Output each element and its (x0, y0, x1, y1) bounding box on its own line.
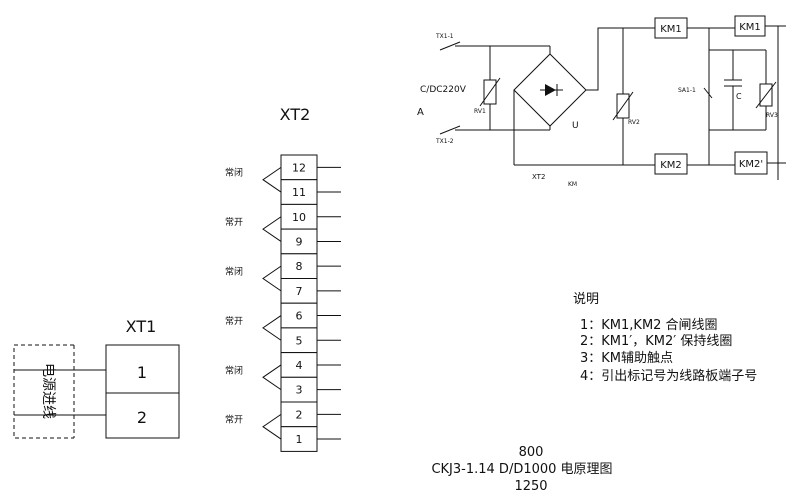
label-rv3: RV3 (766, 112, 778, 119)
label-xt2-ref: XT2 (532, 173, 545, 181)
switch-tx1-1 (439, 41, 461, 51)
xt2-contact-label: 常开 (225, 414, 243, 426)
xt2-terminal-number: 2 (296, 408, 303, 421)
xt2-contact-label: 常闭 (225, 167, 243, 179)
title-dimension-bottom: 1250 (514, 479, 547, 494)
xt1-terminal-2: 2 (137, 408, 147, 427)
xt2-terminal-number: 9 (296, 235, 303, 248)
rv1-slash (479, 77, 501, 107)
label-tx1-1: TX1-1 (435, 33, 454, 40)
notes-block: 说明 1：KM1,KM2 合闸线圈 2：KM1′，KM2′ 保持线圈 3：KM辅… (573, 292, 757, 384)
label-sa1-1: SA1-1 (678, 87, 696, 94)
xt2-contact-symbol (262, 413, 282, 440)
xt2-title: XT2 (280, 105, 311, 124)
switch-tx1-2 (439, 125, 461, 135)
xt2-terminal-number: 8 (296, 260, 303, 273)
xt2-cell (280, 426, 318, 452)
label-rv1: RV1 (474, 108, 486, 115)
xt2-contact-symbol (262, 315, 282, 341)
xt2-terminal-number: 6 (296, 310, 303, 323)
xt2-contact-label: 常开 (225, 216, 243, 228)
xt2-terminal-number: 7 (296, 285, 303, 298)
xt2-contact-symbol (262, 265, 282, 292)
xt2-terminal-number: 1 (296, 433, 303, 446)
label-voltage: C/DC220V (420, 85, 467, 95)
label-km1: KM1 (660, 24, 682, 35)
sa1-contact (703, 87, 713, 99)
xt2-contact-symbol (262, 166, 282, 193)
label-km1-hold: KM1 (739, 22, 761, 33)
supply-input-label: 电源进线 (40, 363, 56, 419)
label-km2-hold: KM2' (739, 159, 763, 170)
xt2-contact-label: 常开 (225, 315, 243, 327)
notes-heading: 说明 (573, 292, 599, 307)
xt1-terminal-block: XT1 1 2 电源进线 (13, 317, 180, 439)
note-4: 4：引出标记号为线路板端子号 (580, 368, 757, 384)
xt1-title: XT1 (126, 317, 157, 336)
label-cap-c: C (736, 92, 742, 101)
xt1-body (105, 344, 180, 439)
xt2-terminal-number: 3 (296, 384, 303, 397)
xt2-contact-label: 常闭 (225, 364, 243, 376)
label-tx1-2: TX1-2 (435, 138, 454, 145)
xt2-terminal-number: 11 (292, 186, 306, 199)
power-circuit: TX1-1 TX1-2 C/DC220V A RV1 U RV2 XT2 (417, 15, 786, 188)
label-km2: KM2 (660, 160, 682, 171)
label-phase-a: A (417, 107, 424, 118)
xt2-contact-symbol (262, 364, 282, 391)
title-block: 800 CKJ3-1.14 D/D1000 电原理图 1250 (431, 445, 612, 494)
label-km-ref: KM (568, 181, 577, 188)
xt2-terminal-number: 4 (296, 359, 303, 372)
label-rectifier-u: U (572, 121, 579, 131)
supply-input-frame (13, 344, 74, 439)
note-1: 1：KM1,KM2 合闸线圈 (580, 318, 718, 333)
xt2-contact-symbol (262, 216, 282, 242)
note-2: 2：KM1′，KM2′ 保持线圈 (580, 334, 732, 349)
xt2-terminal-number: 10 (292, 211, 306, 224)
drawing-title: CKJ3-1.14 D/D1000 电原理图 (431, 462, 612, 477)
xt1-terminal-1: 1 (137, 363, 147, 382)
note-3: 3：KM辅助触点 (580, 351, 673, 366)
xt2-contact-label: 常闭 (225, 266, 243, 278)
title-dimension-top: 800 (519, 445, 544, 460)
rv2-slash (612, 91, 634, 121)
xt2-terminal-number: 12 (292, 161, 306, 174)
dc-positive-rail (586, 27, 655, 91)
label-rv2: RV2 (628, 119, 640, 126)
rv3-slash (755, 81, 777, 109)
xt2-cell (280, 302, 318, 329)
km2-coil (654, 153, 688, 175)
diode-triangle (545, 84, 556, 96)
xt2-terminal-number: 5 (296, 334, 303, 347)
